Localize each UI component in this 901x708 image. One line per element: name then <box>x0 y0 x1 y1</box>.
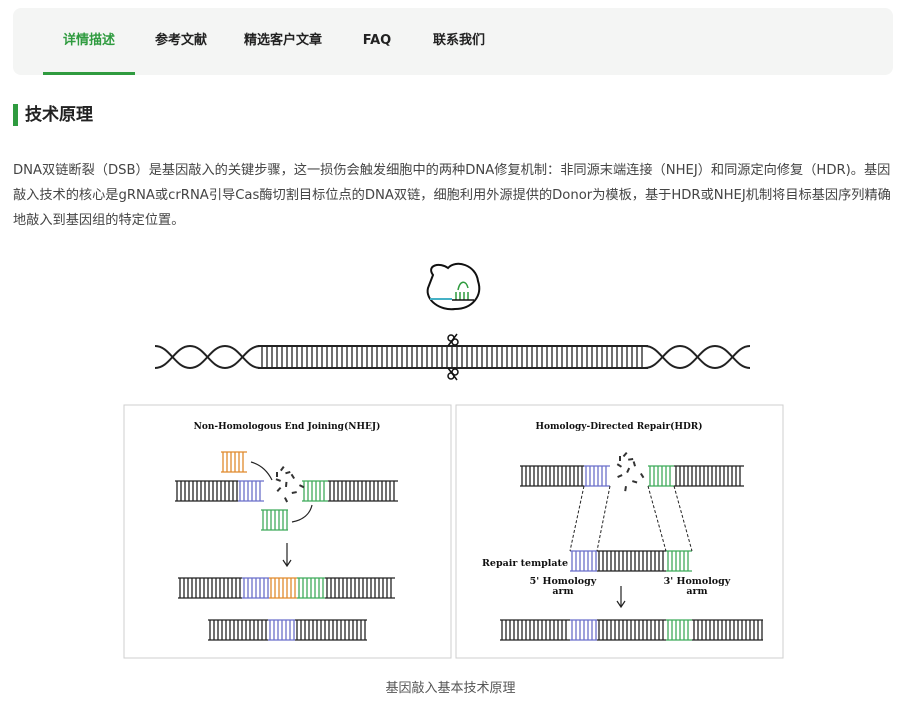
hdr-title: Homology-Directed Repair(HDR) <box>536 421 703 432</box>
tab-customer-articles[interactable]: 精选客户文章 <box>243 33 322 48</box>
joined-green <box>297 577 325 599</box>
section-title: 技术原理 <box>13 104 93 126</box>
section-description: DNA双链断裂（DSB）是基因敲入的关键步骤，这一损伤会触发细胞中的两种DNA修… <box>13 163 891 228</box>
hdr-diagram <box>500 452 763 641</box>
tab-contact[interactable]: 联系我们 <box>432 33 485 48</box>
tab-bar: 详情描述 参考文献 精选客户文章 FAQ 联系我们 <box>13 8 893 75</box>
tab-details[interactable]: 详情描述 <box>62 33 115 48</box>
dna-left <box>175 480 238 502</box>
tab-faq[interactable]: FAQ <box>362 33 392 48</box>
hdr-result-purple <box>570 619 597 641</box>
repair-template-label: Repair template <box>482 558 568 569</box>
hdr-result-left <box>500 619 570 641</box>
template-5arm <box>570 550 597 572</box>
hdr-result-right <box>692 619 763 641</box>
dna-right <box>328 480 398 502</box>
dna-left-end <box>238 480 264 502</box>
hdr-result-green <box>666 619 692 641</box>
arm3-label-line1: 3' Homology <box>664 576 731 587</box>
joined-right <box>325 577 395 599</box>
arm3-label-line2: arm <box>686 586 707 597</box>
hdr-left <box>520 465 584 487</box>
result2-right <box>295 619 367 641</box>
green-fragment <box>261 509 288 531</box>
template-insert <box>597 550 666 572</box>
nhej-title: Non-Homologous End Joining(NHEJ) <box>194 421 381 432</box>
joined-purple <box>242 577 269 599</box>
nhej-diagram <box>175 451 398 641</box>
hdr-right <box>674 465 744 487</box>
cas9-icon <box>426 262 481 311</box>
template-3arm <box>666 550 692 572</box>
hdr-result-mid <box>597 619 666 641</box>
arm5-label-line2: arm <box>552 586 573 597</box>
target-dna <box>154 333 751 381</box>
hdr-right-arm <box>648 465 674 487</box>
hdr-left-arm <box>584 465 610 487</box>
figure-caption: 基因敲入基本技术原理 <box>385 681 516 696</box>
dna-right-end <box>302 480 328 502</box>
tab-references[interactable]: 参考文献 <box>154 33 207 48</box>
joined-left <box>178 577 242 599</box>
joined-insert <box>269 577 297 599</box>
result2-purple <box>268 619 295 641</box>
insert-fragment <box>221 451 247 473</box>
scissors-icon <box>447 333 459 381</box>
active-tab-indicator <box>43 72 135 75</box>
arm5-label-line1: 5' Homology <box>530 576 597 587</box>
result2-left <box>208 619 268 641</box>
